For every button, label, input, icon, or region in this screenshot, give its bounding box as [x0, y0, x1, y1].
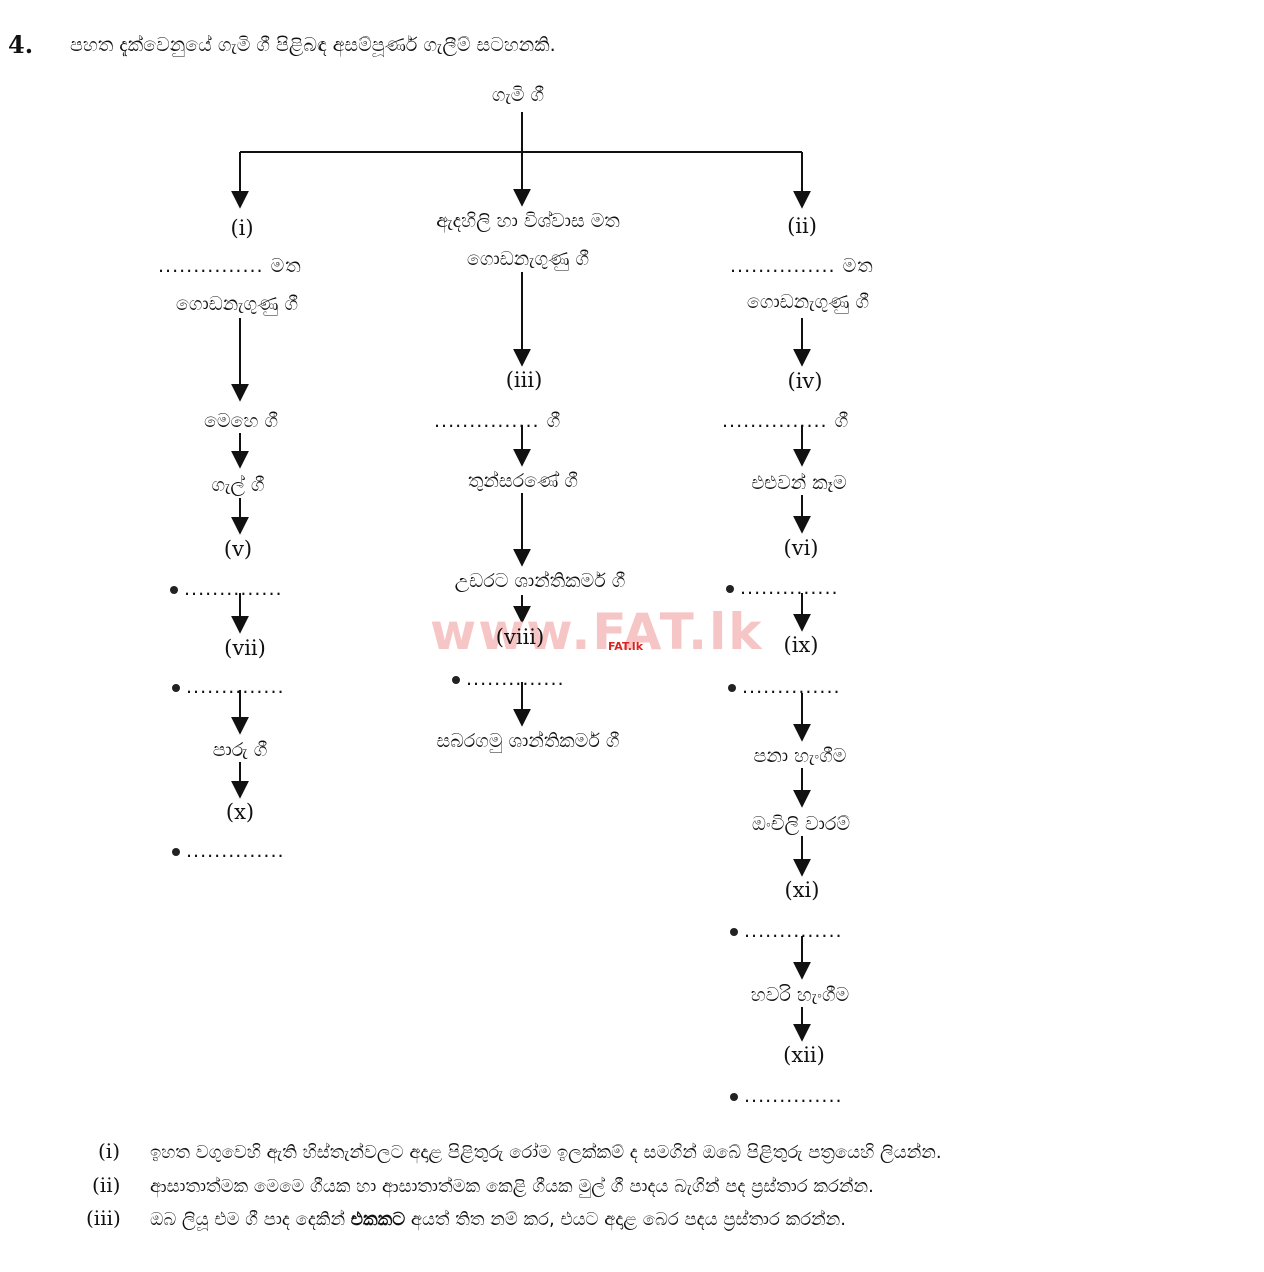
right-ix: (ix)	[783, 633, 819, 657]
bullet-icon	[170, 585, 178, 594]
right-blank-1: ..............	[726, 577, 839, 599]
left-x: (x)	[225, 800, 255, 824]
bullet-icon	[730, 1092, 738, 1101]
middle-dots-gee: ............... ගී	[434, 410, 562, 432]
question-number: 4.	[8, 30, 34, 59]
bullet-icon	[172, 683, 180, 692]
left-gal: ගැල් ගී	[211, 474, 265, 496]
right-blank-4: ..............	[730, 1085, 843, 1107]
middle-viii: (viii)	[495, 625, 545, 649]
sub-question-1-label: (i)	[98, 1139, 121, 1163]
right-godanagunu: ගොඩනැගුණු ගී	[746, 291, 870, 313]
root-node: ගැමි ගී	[491, 84, 545, 106]
left-paru: පාරු ගී	[212, 739, 268, 761]
left-meheha: මෙහෙ ගී	[203, 410, 279, 432]
right-dots-mata: ............... මත	[730, 255, 874, 277]
right-onchili: ඔංචිලි වාරම්	[751, 813, 851, 835]
left-vii: (vii)	[224, 636, 266, 660]
right-hawari: හවරි හැංගීම	[750, 984, 850, 1006]
emphasis-word: එකකට	[350, 1209, 406, 1230]
bullet-icon	[726, 584, 734, 593]
right-iv: (iv)	[787, 369, 823, 393]
middle-blank: ..............	[452, 668, 565, 690]
middle-sabaragamu: සබරගමු ශාන්තිකර්ම ගී	[436, 730, 620, 752]
sub-question-1-text: ඉහත වගුවෙහි ඇති හිස්තැන්වලට අදාළ පිළිතුර…	[150, 1142, 942, 1163]
right-blank-3: ..............	[730, 920, 843, 942]
left-v: (v)	[223, 537, 253, 561]
right-pana: පනා හැංගීම	[753, 745, 847, 767]
middle-udarata: උඩරට ශාන්තිකර්ම ගී	[454, 570, 626, 592]
sub-question-2-label: (ii)	[92, 1173, 121, 1197]
sub-question-2-text: ආසාතාත්මක මෙමෙ ගීයක හා ආසාතාත්මක කෙළි ගී…	[150, 1176, 874, 1197]
middle-thunsarane: තුන්සරණේ ගී	[468, 470, 578, 492]
left-head: (i)	[230, 216, 254, 240]
middle-line1: ඇදහිලි හා විශ්වාස මත	[436, 210, 620, 232]
bullet-icon	[452, 675, 460, 684]
bullet-icon	[730, 927, 738, 936]
left-godanagunu: ගොඩනැගුණු ගී	[175, 293, 299, 315]
right-dots-gee: ............... ගී	[722, 410, 850, 432]
sub-question-3-text: ඔබ ලියූ එම ගී පාද දෙකින් එකකට අයත් තිත න…	[150, 1209, 847, 1230]
left-blank-3: ..............	[172, 840, 285, 862]
sub-question-3-label: (iii)	[86, 1206, 121, 1230]
left-blank-1: ..............	[170, 578, 283, 600]
question-title: පහත දැක්වෙනුයේ ගැමි ගී පිළිබඳ අසම්පූර්ණ …	[70, 34, 556, 56]
right-eluwan: එළුවන් කෑම	[751, 472, 847, 494]
watermark-large: www.FAT.lk	[430, 603, 764, 661]
watermark-small: FAT.lk	[608, 640, 644, 653]
middle-iii: (iii)	[505, 368, 543, 392]
right-blank-2: ..............	[728, 676, 841, 698]
middle-line2: ගොඩනැගුණු ගී	[466, 248, 590, 270]
right-xi: (xi)	[784, 878, 820, 902]
bullet-icon	[172, 847, 180, 856]
bullet-icon	[728, 683, 736, 692]
left-dots-mata: ............... මත	[158, 255, 302, 277]
right-xii: (xii)	[783, 1043, 825, 1067]
left-blank-2: ..............	[172, 676, 285, 698]
right-vi: (vi)	[783, 536, 819, 560]
right-head: (ii)	[787, 214, 817, 238]
